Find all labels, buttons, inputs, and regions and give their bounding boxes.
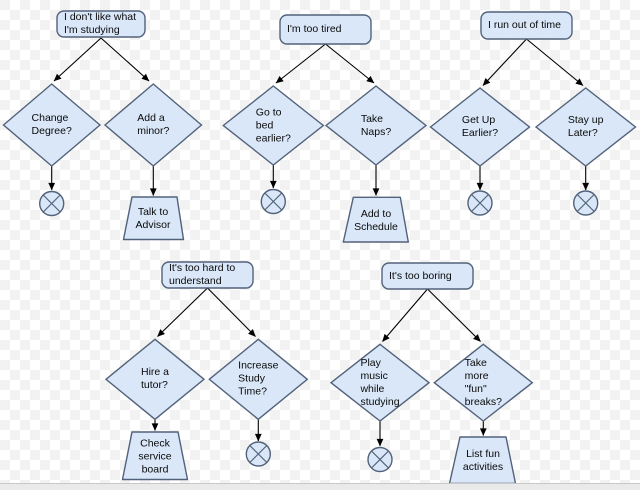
horizontal-scrollbar[interactable] — [0, 483, 640, 490]
connector-arrow — [325, 43, 375, 84]
action-node[interactable] — [121, 431, 189, 481]
decision-node[interactable] — [208, 338, 309, 421]
reject-junction-node[interactable] — [39, 190, 65, 217]
problem-node[interactable] — [161, 261, 254, 289]
decision-node[interactable] — [104, 338, 206, 421]
x-mark-icon — [371, 450, 389, 469]
flowchart-tree-time — [429, 11, 637, 216]
x-mark-icon — [264, 192, 283, 211]
reject-junction-node[interactable] — [573, 190, 599, 216]
flowchart-tree-hard — [104, 261, 309, 481]
connector-arrow — [100, 37, 150, 82]
connector-arrow — [157, 287, 208, 337]
connector-arrow — [427, 288, 481, 342]
reject-junction-node[interactable] — [245, 441, 271, 467]
x-mark-icon — [471, 194, 489, 212]
x-mark-icon — [42, 194, 61, 213]
action-node[interactable] — [342, 196, 409, 243]
decision-node[interactable] — [2, 83, 102, 167]
problem-node[interactable] — [56, 10, 146, 38]
reject-junction-node[interactable] — [367, 446, 393, 473]
decision-node[interactable] — [329, 343, 431, 422]
x-mark-icon — [576, 194, 595, 212]
decision-node[interactable] — [433, 343, 534, 422]
problem-node[interactable] — [381, 262, 474, 290]
decision-node[interactable] — [222, 85, 325, 166]
connector-arrow — [207, 287, 256, 337]
flowchart-tree-tired — [222, 14, 428, 243]
decision-node[interactable] — [324, 85, 428, 166]
problem-node[interactable] — [279, 14, 372, 45]
connector-arrow — [526, 38, 584, 86]
reject-junction-node[interactable] — [260, 188, 286, 215]
decision-node[interactable] — [534, 87, 637, 167]
action-node[interactable] — [122, 196, 185, 241]
connector-arrow — [53, 37, 102, 82]
decision-node[interactable] — [103, 83, 203, 167]
connector-arrow — [275, 43, 326, 84]
decision-node[interactable] — [429, 87, 531, 167]
connector-arrow — [382, 288, 428, 342]
flowchart-tree-studying — [2, 10, 203, 241]
connector-arrow — [482, 38, 527, 86]
action-node[interactable] — [448, 436, 517, 485]
problem-node[interactable] — [480, 11, 573, 40]
flowchart-tree-boring — [329, 262, 534, 485]
x-mark-icon — [249, 445, 268, 463]
reject-junction-node[interactable] — [467, 190, 493, 216]
